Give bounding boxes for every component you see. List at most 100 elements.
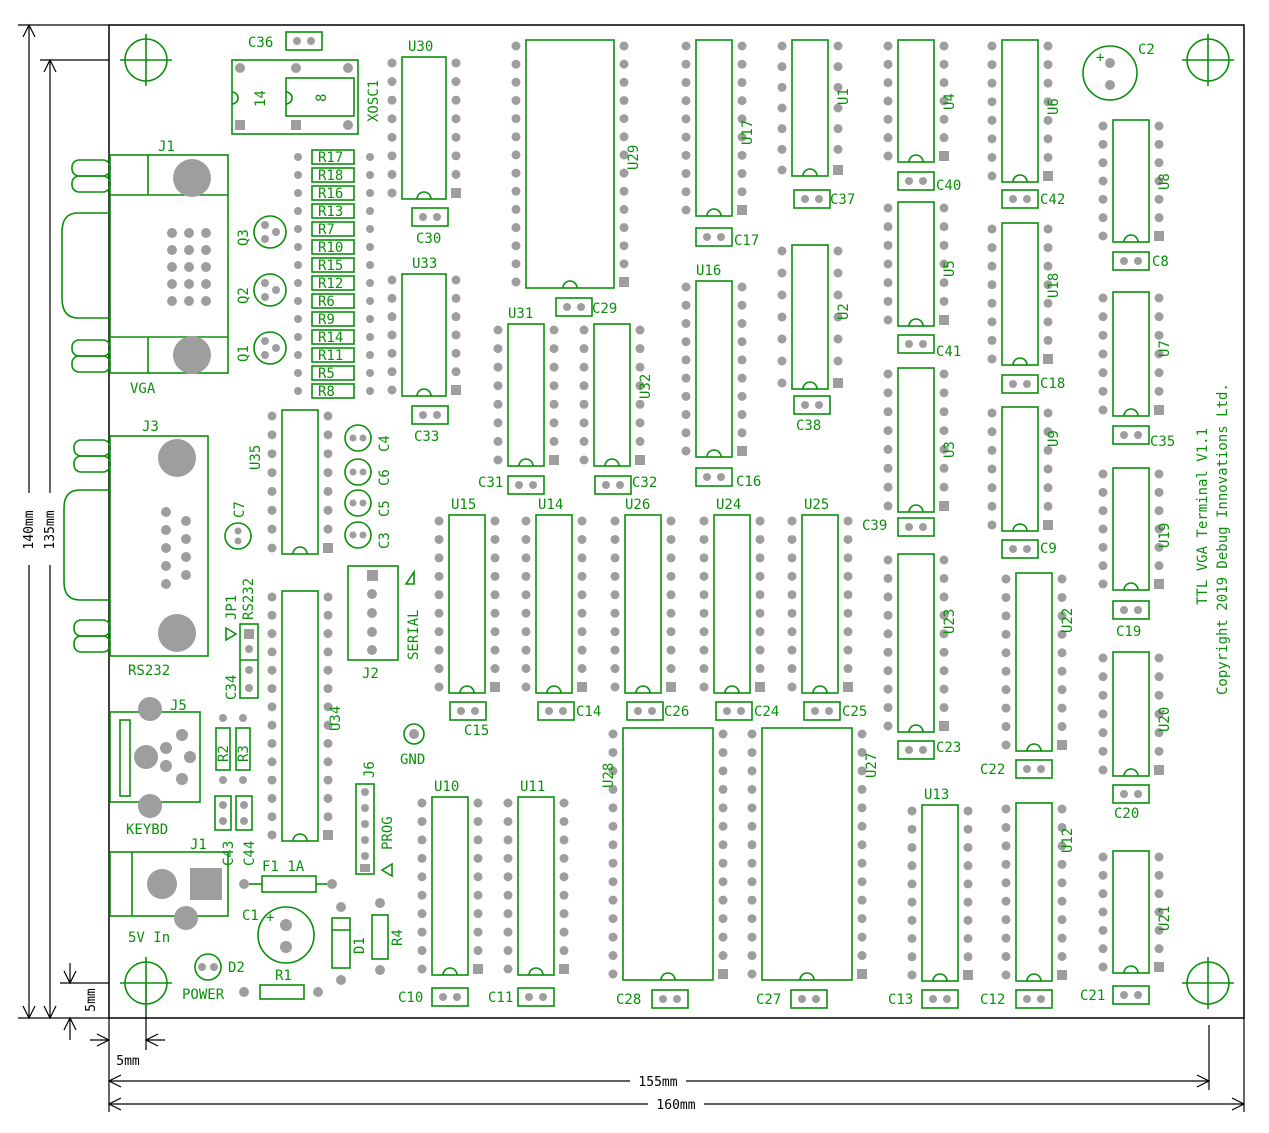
chip-label: U9 [1046,430,1062,447]
rs232-jp-label: RS232 [241,578,257,620]
cap-label: C26 [664,704,689,720]
electrolytic-caps [224,424,372,550]
cap-c17: C17 [695,227,759,249]
cap-c23: C23 [897,740,961,760]
cap-label: C20 [1114,806,1139,822]
chip-label: U29 [626,145,642,170]
cap-label: C10 [398,990,423,1006]
chip-u8: U8 [1098,119,1173,243]
cap-label: C16 [736,474,761,490]
resistor-r18: R18 [294,167,374,184]
cap-label: C21 [1080,988,1105,1004]
resistor-r14: R14 [294,329,374,346]
gnd-testpoint [403,723,425,745]
d2-label: D2 [228,960,245,976]
r2-label: R2 [216,745,232,762]
d2-led [194,953,222,981]
resistor-r9: R9 [294,311,374,328]
dimension-labels: 140mm 135mm 5mm 5mm 155mm 160mm [20,493,704,1113]
chip-u35: U35 [248,409,333,555]
j1-label: J1 [190,837,207,853]
cap-label: C8 [1152,254,1169,270]
cap-label: C12 [980,992,1005,1008]
chip-label: U2 [836,303,852,320]
chip-u32: U32 [579,323,654,467]
c43-c44-capacitors [214,795,253,831]
chip-u29: U29 [511,39,642,289]
resistor-r7: R7 [294,221,374,238]
q1-label: Q1 [236,345,252,362]
resistor-label: R9 [318,312,335,328]
chip-label: U30 [408,39,433,55]
resistor-label: R14 [318,330,343,346]
xosc1-label: XOSC1 [366,80,382,122]
chip-u10: U10 [417,779,483,976]
resistor-r12: R12 [294,275,374,292]
chip-label: U15 [451,497,476,513]
chip-u30: U30 [387,39,461,200]
chip-u28: U28 [601,727,728,981]
cap-c42: C42 [1001,189,1065,209]
resistor-label: R11 [318,348,343,364]
chip-u13: U13 [907,787,973,982]
cap-c27: C27 [756,989,828,1009]
chip-label: U32 [638,374,654,399]
cap-c37: C37 [793,189,855,209]
chip-label: U16 [696,263,721,279]
chip-label: U34 [328,706,344,731]
j2-serial-header [347,565,415,661]
chip-u17: U17 [681,39,756,217]
j1-power-jack [109,851,229,930]
chip-label: U3 [942,441,958,458]
chip-u9: U9 [987,406,1062,532]
chip-label: U26 [625,497,650,513]
c5-label: C5 [377,500,393,517]
chip-u19: U19 [1098,467,1173,591]
cap-label: C31 [478,475,503,491]
chip-u3: U3 [883,367,958,513]
cap-c29: C29 [555,297,617,317]
cap-c21: C21 [1080,985,1150,1005]
cap-label: C18 [1040,376,1065,392]
cap-c18: C18 [1001,374,1065,394]
ic-footprints: U30U33U29U31U32U17U16U1U2U4U5U3U6U18U9U2… [248,39,1173,982]
j3-rs232-connector [63,435,209,657]
cap-label: C27 [756,992,781,1008]
chip-label: U8 [1157,173,1173,190]
cap-c10: C10 [398,987,469,1007]
chip-label: U17 [740,120,756,145]
resistor-r8: R8 [294,383,374,400]
chip-label: U35 [248,445,264,470]
chip-u11: U11 [503,779,569,976]
r1-label: R1 [275,968,292,984]
chip-u6: U6 [987,39,1062,183]
cap-c13: C13 [888,989,959,1009]
five-v-in-label: 5V In [128,930,170,946]
resistor-label: R12 [318,276,343,292]
prog-label: PROG [380,816,396,850]
chip-u16: U16 [681,263,747,458]
resistor-label: R13 [318,204,343,220]
transistors [253,215,287,365]
cap-c22: C22 [980,759,1053,779]
resistor-label: R5 [318,366,335,382]
c43-label: C43 [221,841,237,866]
resistor-r16: R16 [294,185,374,202]
cap-c35: C35 [1112,425,1175,450]
chip-label: U24 [716,497,741,513]
cap-c33: C33 [411,405,449,445]
cap-c40: C40 [897,171,961,194]
dim-5mm-left: 5mm [116,1054,140,1069]
chip-label: U21 [1157,906,1173,931]
c34-label: C34 [224,675,240,700]
resistor-r17: R17 [294,149,374,166]
chip-u27: U27 [747,727,880,981]
c4-label: C4 [377,435,393,452]
j6-label: J6 [362,761,378,778]
dim-140mm: 140mm [22,510,37,549]
cap-c30: C30 [411,207,449,247]
r4-label: R4 [390,929,406,946]
r3-label: R3 [236,745,252,762]
